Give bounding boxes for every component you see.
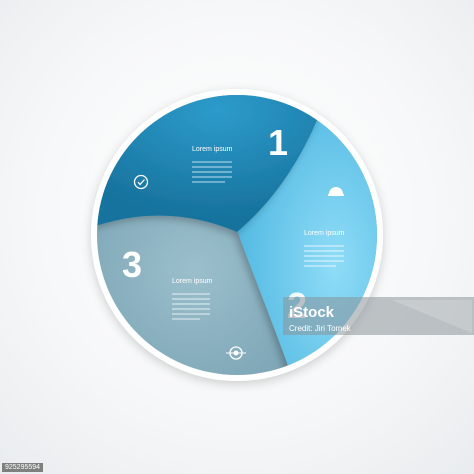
segment-1-number: 1: [268, 122, 288, 163]
segment-2-title: Lorem ipsum: [304, 230, 345, 237]
watermark: iStock Credit: Jiri Tomek: [283, 297, 474, 335]
watermark-credit: Credit: Jiri Tomek: [289, 324, 352, 333]
segment-1-title: Lorem ipsum: [192, 146, 233, 153]
segment-3-number: 3: [122, 244, 142, 285]
helmet-icon: [328, 187, 344, 196]
segment-2-placeholder-lines: [304, 245, 344, 267]
segment-3-title: Lorem ipsum: [172, 278, 213, 285]
segment-3-placeholder-lines: [172, 293, 210, 320]
target-icon: [226, 346, 246, 360]
watermark-brand: iStock: [289, 304, 335, 321]
segment-1-placeholder-lines: [192, 161, 232, 183]
medal-icon: [133, 174, 149, 190]
stock-id-label: 925295594: [2, 463, 44, 472]
